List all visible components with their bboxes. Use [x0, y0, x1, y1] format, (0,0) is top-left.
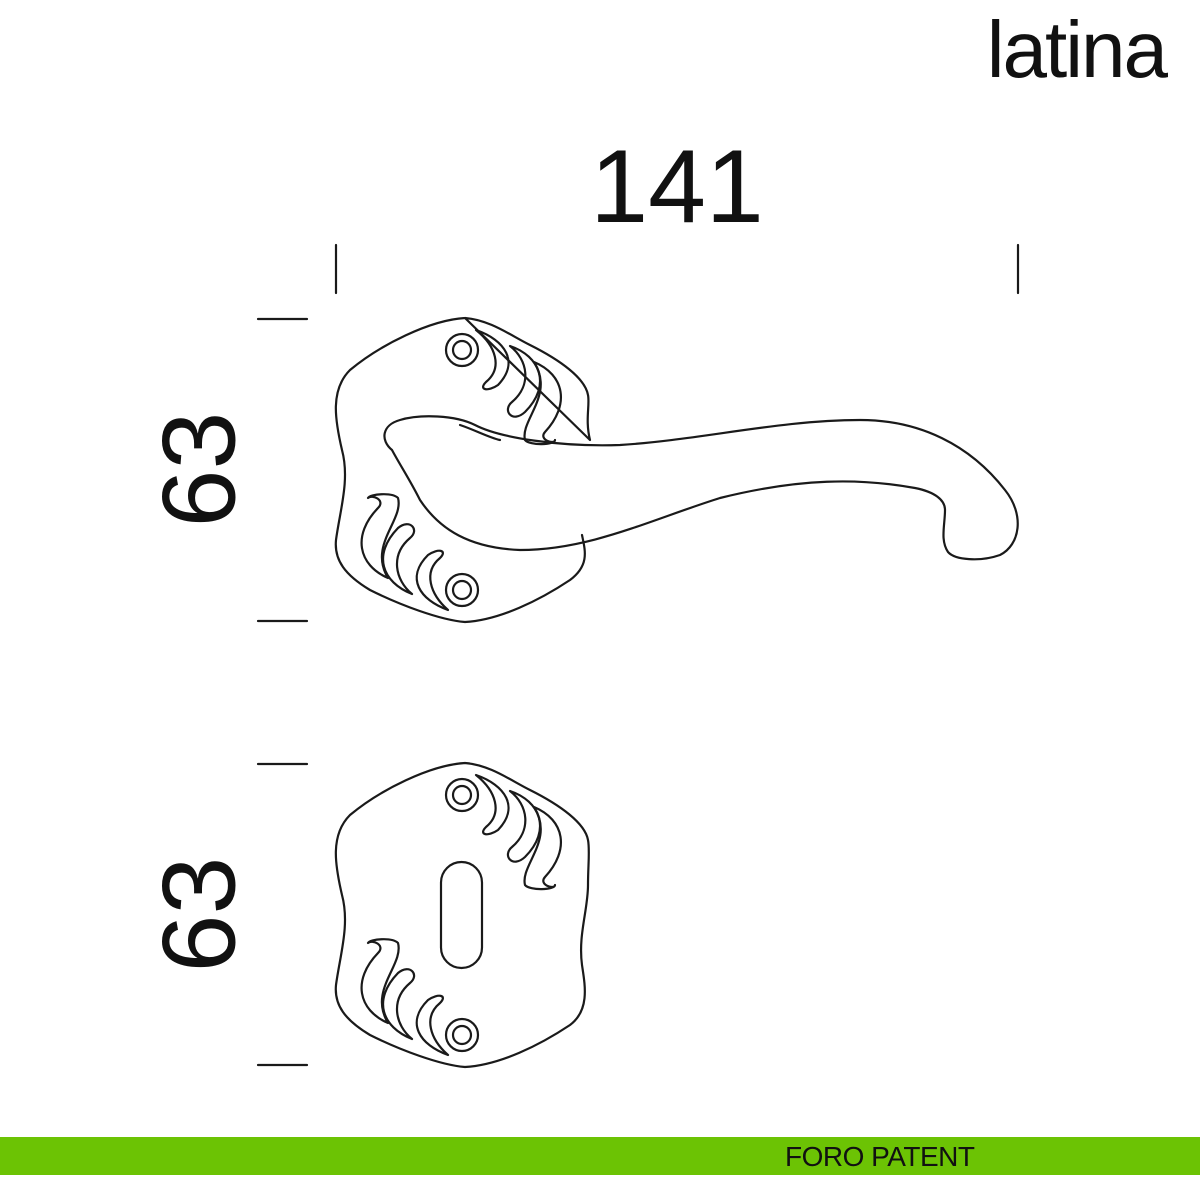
keyhole	[439, 860, 484, 970]
footer-bar: FORO PATENT	[0, 1137, 1200, 1175]
width-dimension-label: 141	[590, 129, 764, 245]
rosette-lever-handle	[334, 316, 1019, 624]
footer-label: FORO PATENT	[785, 1141, 975, 1172]
keyhole-escutcheon	[334, 761, 590, 1069]
brand-logo: latina	[986, 5, 1168, 94]
